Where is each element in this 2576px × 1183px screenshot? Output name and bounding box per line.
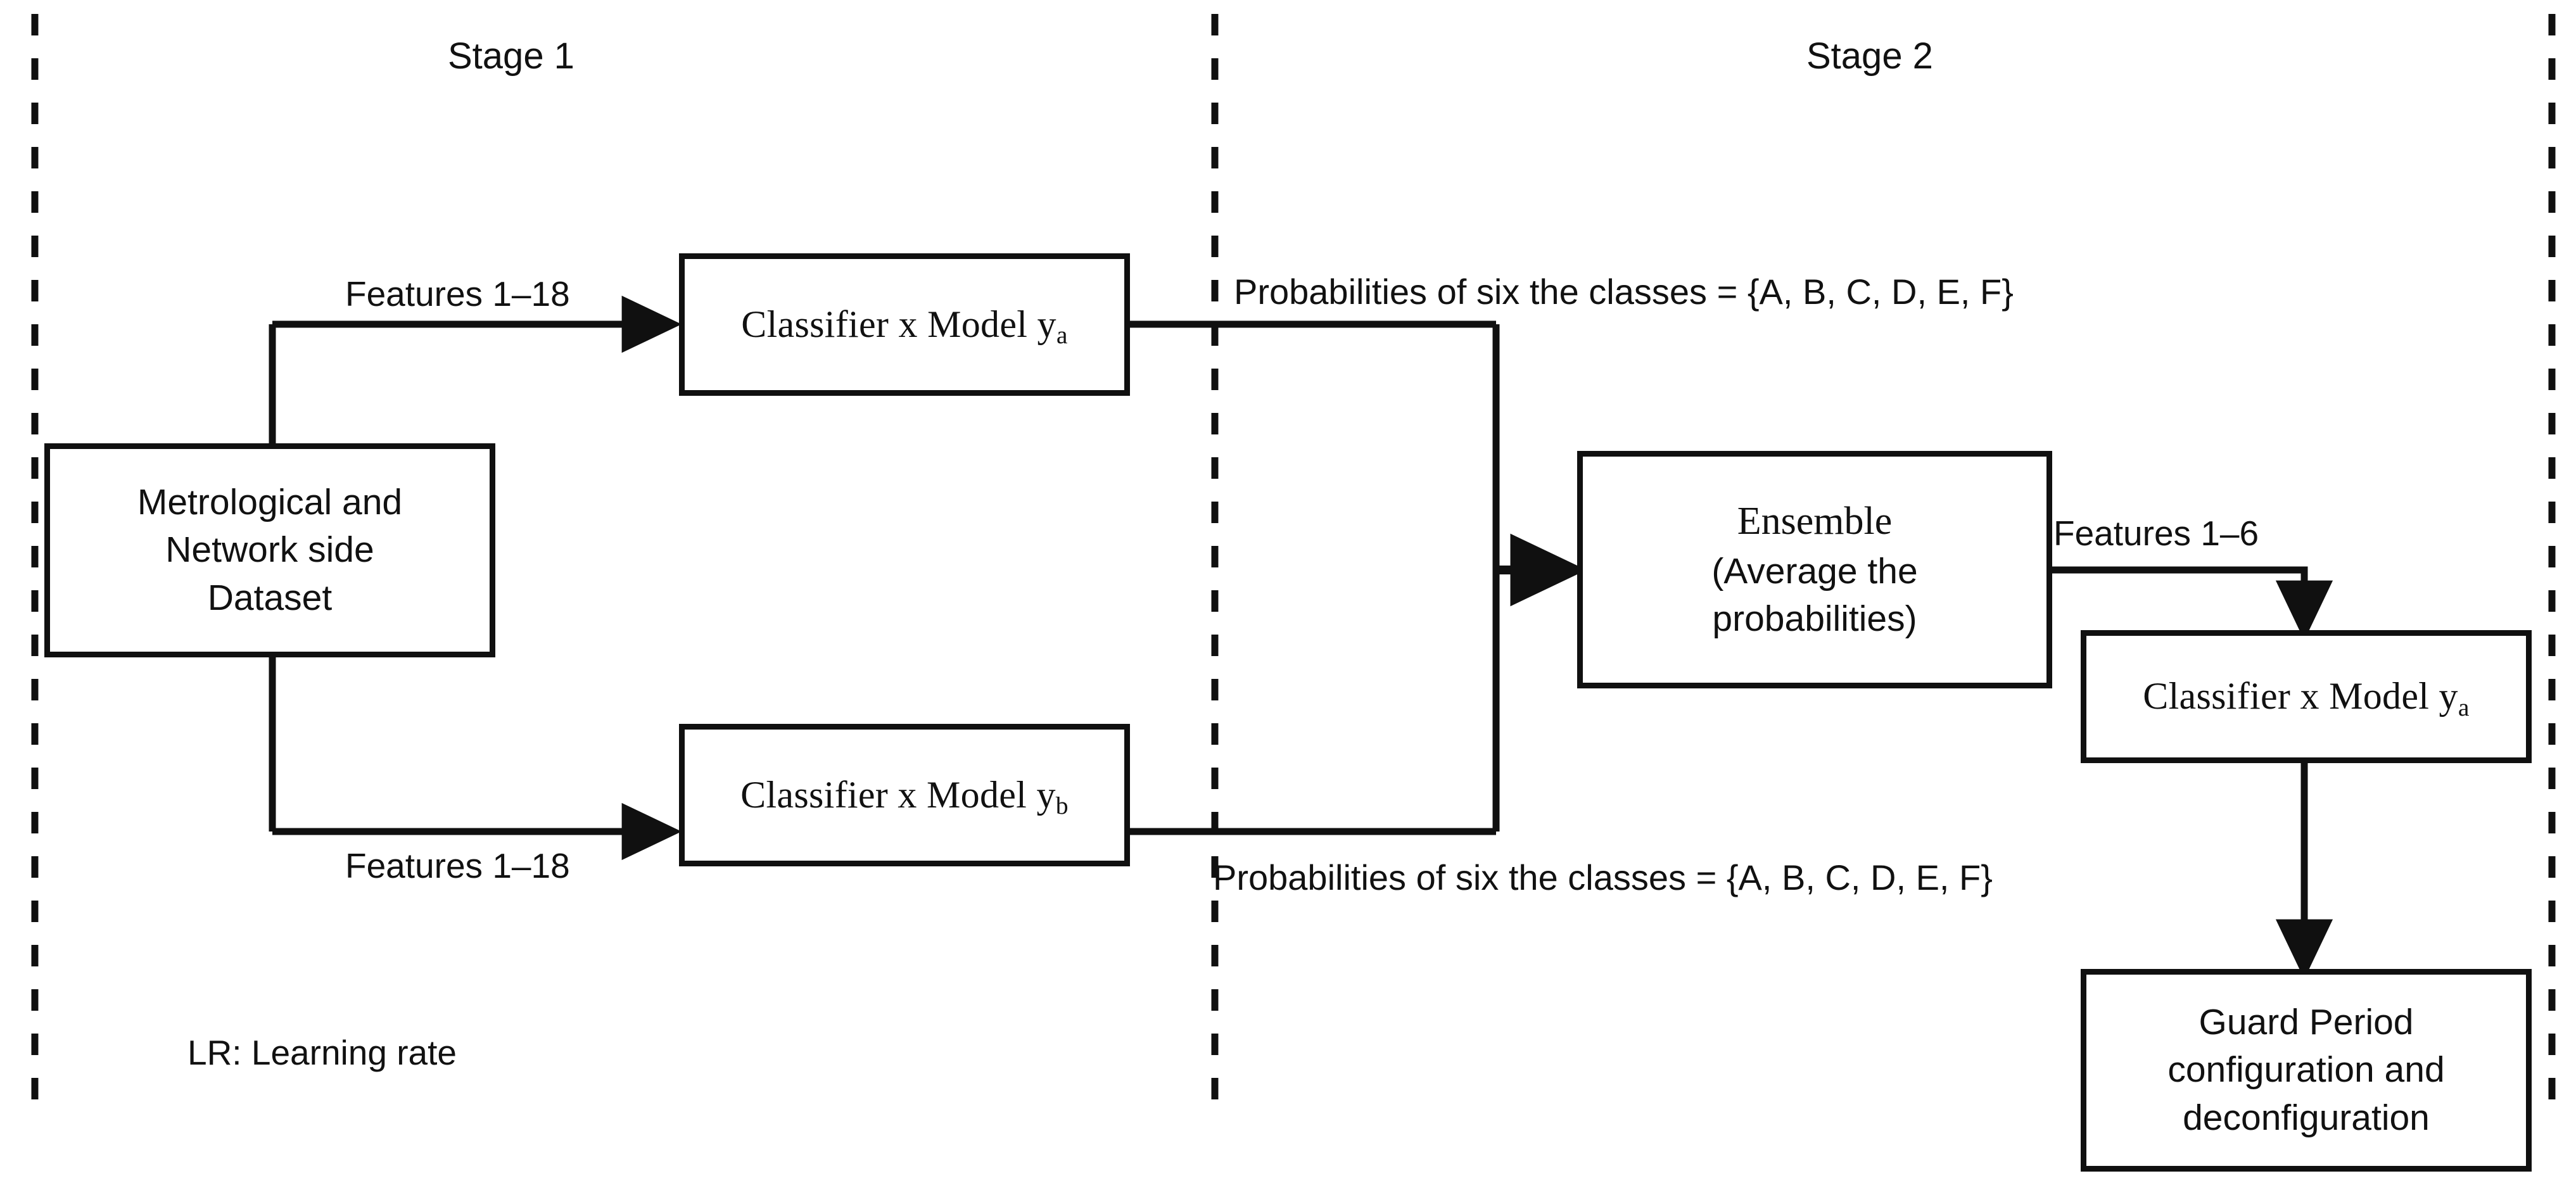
connector-ensemble-to-classifier-a2 <box>2050 566 2333 641</box>
edge-label-features-top: Features 1–18 <box>345 274 570 313</box>
edge-label-probabilities-bottom: Probabilities of six the classes = {A, B… <box>1213 857 1993 897</box>
node-classifier-b-subscript: b <box>1055 792 1069 820</box>
node-classifier-a-subscript: a <box>1056 321 1068 350</box>
node-dataset-line-3: Dataset <box>207 577 333 618</box>
edge-label-probabilities-top: Probabilities of six the classes = {A, B… <box>1234 272 2014 312</box>
node-guard-period[interactable]: Guard Period configuration and deconfigu… <box>2081 969 2532 1172</box>
node-classifier-a-text: Classifier x Model y <box>741 303 1056 345</box>
node-classifier-a2[interactable]: Classifier x Model ya <box>2081 630 2532 763</box>
node-guard-period-line-3: deconfiguration <box>2183 1097 2430 1138</box>
node-classifier-b[interactable]: Classifier x Model yb <box>679 724 1130 866</box>
node-ensemble-subline-1: (Average the <box>1711 551 1918 592</box>
edge-label-features-bottom: Features 1–18 <box>345 846 570 885</box>
node-guard-period-line-1: Guard Period <box>2198 1002 2414 1043</box>
node-classifier-b-label: Classifier x Model yb <box>685 770 1124 820</box>
node-dataset-line-1: Metrological and <box>137 482 403 523</box>
node-dataset-line-2: Network side <box>165 529 374 571</box>
node-classifier-a-label: Classifier x Model ya <box>685 300 1124 350</box>
node-ensemble[interactable]: Ensemble (Average the probabilities) <box>1577 451 2052 688</box>
node-classifier-b-text: Classifier x Model y <box>740 773 1056 816</box>
stage-label-1: Stage 1 <box>448 35 574 77</box>
node-dataset[interactable]: Metrological and Network side Dataset <box>44 443 495 657</box>
legend-learning-rate: LR: Learning rate <box>187 1033 457 1072</box>
node-guard-period-line-2: configuration and <box>2167 1049 2445 1091</box>
node-classifier-a2-label: Classifier x Model ya <box>2086 671 2526 721</box>
node-ensemble-subline-2: probabilities) <box>1712 598 1917 640</box>
node-classifier-a[interactable]: Classifier x Model ya <box>679 253 1130 396</box>
stage-label-2: Stage 2 <box>1806 35 1933 77</box>
node-ensemble-title: Ensemble <box>1737 500 1893 543</box>
node-classifier-a2-subscript: a <box>2458 693 2470 721</box>
edge-label-features-six: Features 1–6 <box>2053 514 2259 553</box>
node-classifier-a2-text: Classifier x Model y <box>2143 675 2458 718</box>
